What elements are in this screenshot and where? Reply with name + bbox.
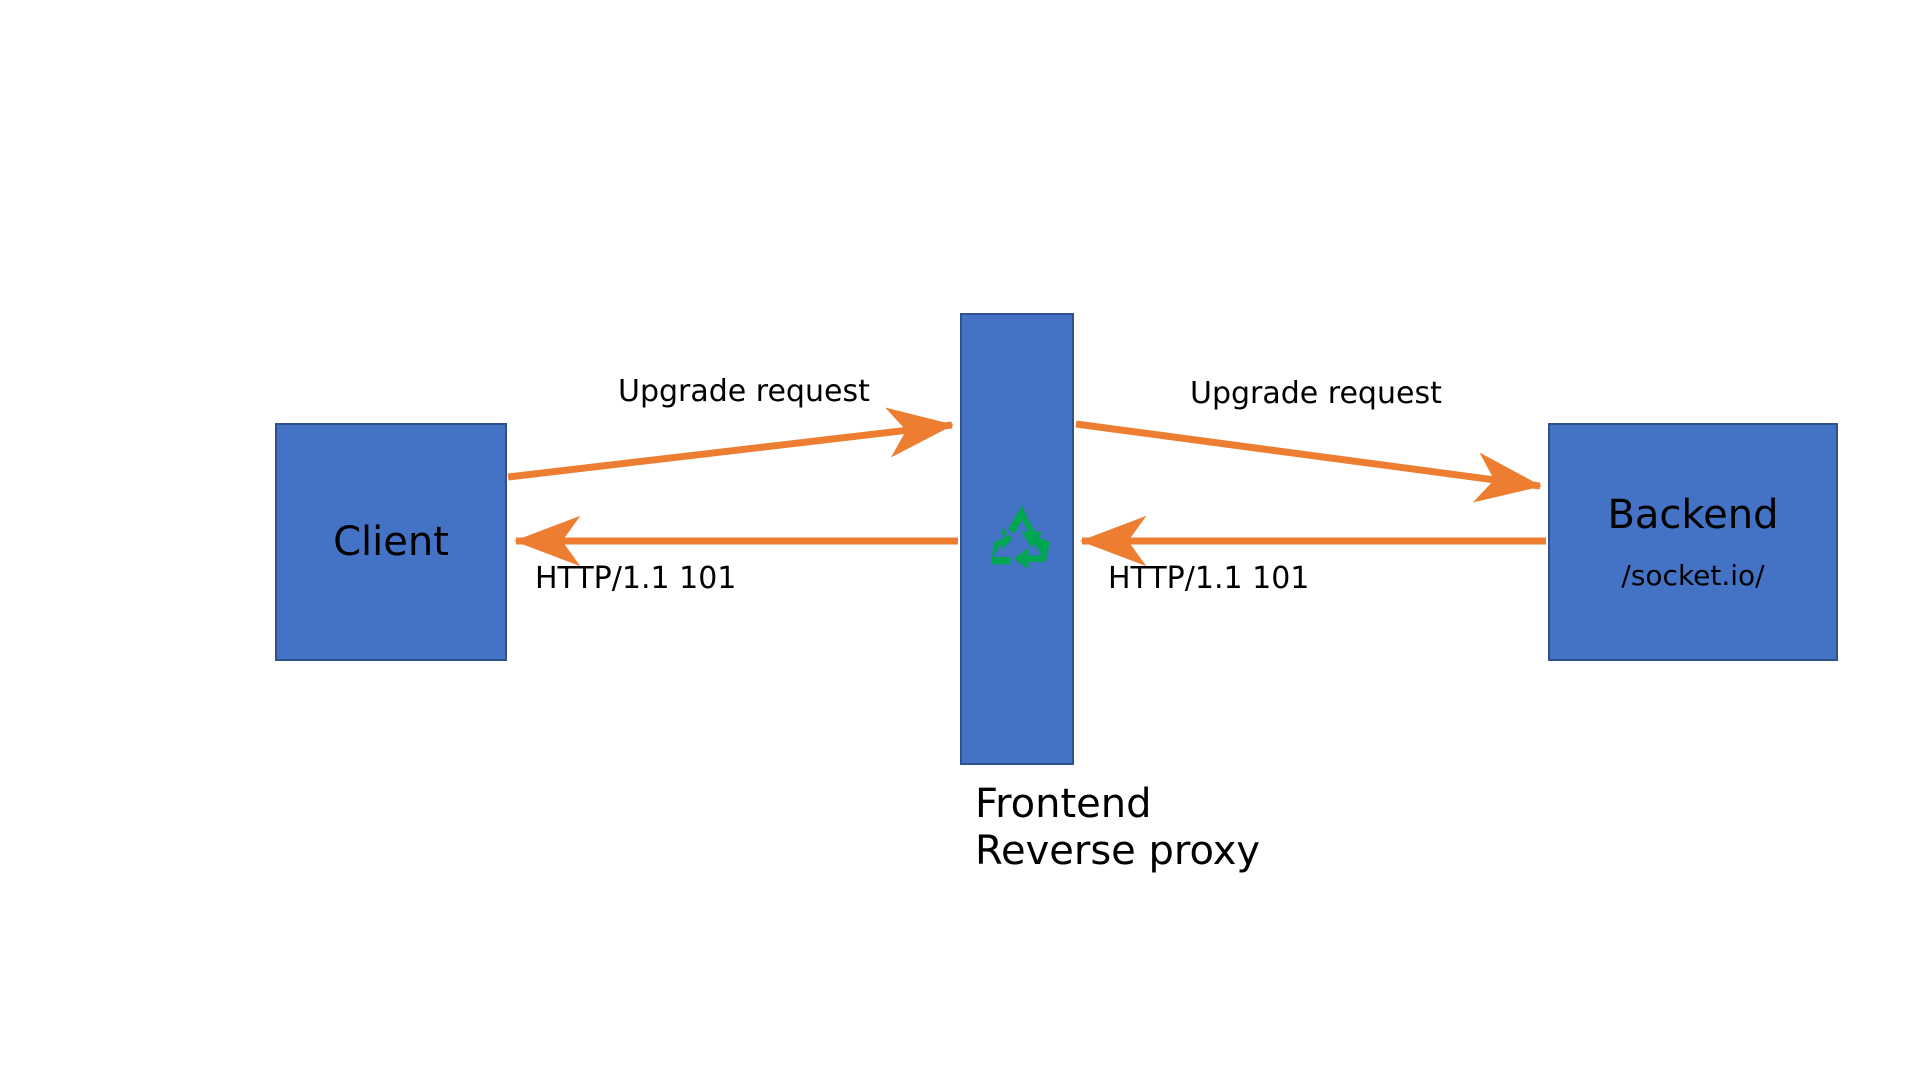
node-client[interactable]: Client: [275, 423, 507, 661]
node-backend-path: /socket.io/: [1621, 558, 1765, 592]
proxy-caption-line2: Reverse proxy: [975, 828, 1261, 875]
node-client-label: Client: [333, 519, 449, 565]
node-reverse-proxy-caption: Frontend Reverse proxy: [975, 781, 1260, 875]
edge-label-backend-to-proxy: HTTP/1.1 101: [1108, 561, 1310, 596]
proxy-caption-line1: Frontend: [975, 781, 1152, 827]
edge-client-to-proxy: [507, 407, 955, 481]
node-reverse-proxy[interactable]: [960, 313, 1074, 765]
edge-label-proxy-to-backend: Upgrade request: [1190, 376, 1442, 411]
recycle-icon: [990, 505, 1050, 570]
node-backend-label: Backend: [1607, 491, 1779, 538]
edge-label-proxy-to-client: HTTP/1.1 101: [535, 561, 737, 596]
edge-proxy-to-backend: [1075, 420, 1543, 503]
edge-label-client-to-proxy: Upgrade request: [618, 374, 870, 409]
node-backend[interactable]: Backend /socket.io/: [1548, 423, 1838, 661]
